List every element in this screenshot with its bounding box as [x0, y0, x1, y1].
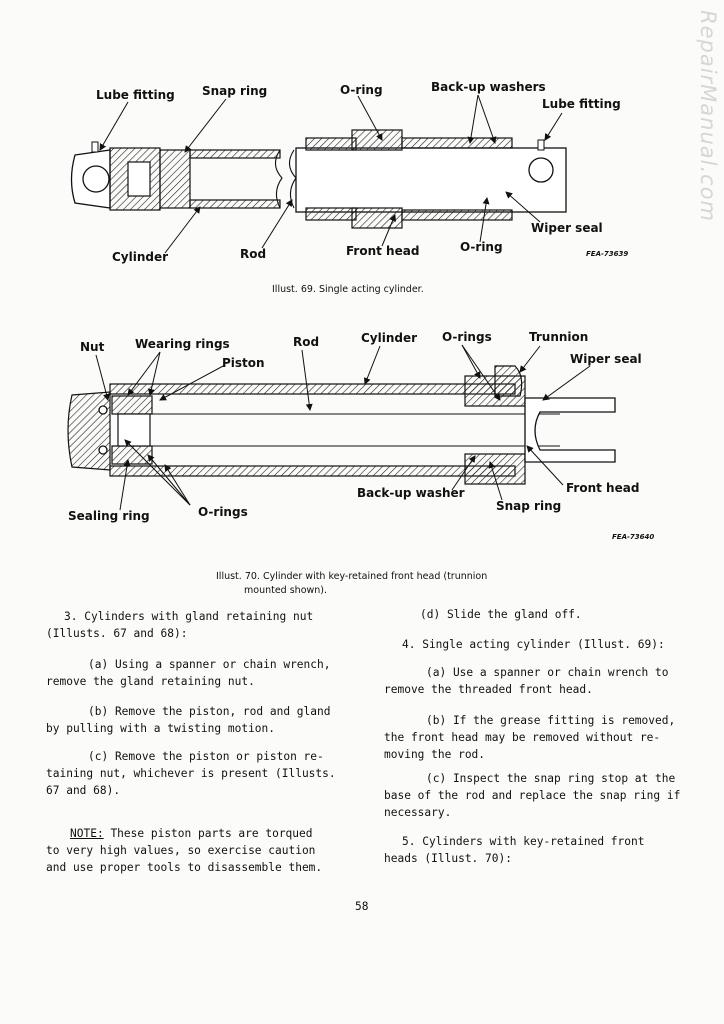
label-cylinder-70: Cylinder [361, 331, 418, 345]
caption-illust-69: Illust. 69. Single acting cylinder. [272, 284, 424, 295]
para-3d: (d) Slide the gland off. [384, 606, 684, 623]
label-cylinder: Cylinder [112, 250, 169, 264]
para-4b-line2: the front head may be removed without re… [384, 731, 661, 744]
illust69-tube [189, 149, 297, 209]
label-lube-fitting-left: Lube fitting [96, 88, 175, 102]
para-4a: (a) Use a spanner or chain wrench to rem… [384, 664, 684, 698]
watermark-text: RepairManual.com [696, 10, 720, 223]
note-block: NOTE: These piston parts are torqued to … [46, 825, 346, 876]
label-o-rings-bottom: O-rings [198, 505, 248, 519]
para-3b: (b) Remove the piston, rod and gland by … [46, 703, 346, 737]
illust69-end-cap [70, 141, 191, 211]
label-wiper-seal-70: Wiper seal [570, 352, 642, 366]
para-4c-line3: necessary. [384, 806, 452, 819]
illust69-rod [295, 129, 567, 229]
para-5-line1: 5. Cylinders with key-retained front [402, 835, 645, 848]
label-nut: Nut [80, 340, 105, 354]
label-rod-70: Rod [293, 335, 320, 349]
para-3-line1: 3. Cylinders with gland retaining nut [64, 610, 314, 623]
label-snap-ring: Snap ring [202, 84, 268, 98]
para-3d-line1: (d) Slide the gland off. [420, 608, 582, 621]
caption-illust-70-line2: mounted shown). [244, 585, 328, 596]
note-line1: These piston parts are torqued [110, 827, 313, 840]
label-backup-washer: Back-up washer [357, 486, 465, 500]
note-label: NOTE: [70, 827, 104, 840]
para-3a-line1: (a) Using a spanner or chain wrench, [88, 658, 331, 671]
para-3c-line3: 67 and 68). [46, 784, 121, 797]
page-number: 58 [355, 900, 369, 913]
label-front-head: Front head [346, 244, 420, 258]
left-column: 3. Cylinders with gland retaining nut (I… [46, 608, 346, 642]
label-rod: Rod [240, 247, 267, 261]
para-4-line1: 4. Single acting cylinder (Illust. 69): [402, 638, 665, 651]
label-o-rings-top: O-rings [442, 330, 492, 344]
para-4: 4. Single acting cylinder (Illust. 69): [384, 636, 684, 653]
para-4b-line3: moving the rod. [384, 748, 486, 761]
para-3b-line2: by pulling with a twisting motion. [46, 722, 276, 735]
label-lube-fitting-right: Lube fitting [542, 97, 621, 111]
label-o-ring-top: O-ring [340, 83, 383, 97]
label-sealing-ring: Sealing ring [68, 509, 150, 523]
para-3a-line2: remove the gland retaining nut. [46, 675, 255, 688]
para-3c-line1: (c) Remove the piston or piston re- [88, 750, 324, 763]
para-3a: (a) Using a spanner or chain wrench, rem… [46, 656, 346, 690]
figure-code-69: FEA-73639 [586, 250, 629, 258]
caption-illust-70-line1: Illust. 70. Cylinder with key-retained f… [216, 571, 488, 582]
figure-code-70: FEA-73640 [612, 533, 655, 541]
para-4a-line2: remove the threaded front head. [384, 683, 593, 696]
para-3c: (c) Remove the piston or piston re- tain… [46, 748, 346, 799]
para-4c: (c) Inspect the snap ring stop at the ba… [384, 770, 684, 821]
label-backup-washers: Back-up washers [431, 80, 546, 94]
para-4c-line1: (c) Inspect the snap ring stop at the [426, 772, 676, 785]
illust70-cylinder-body [67, 365, 616, 485]
para-4b: (b) If the grease fitting is removed, th… [384, 712, 684, 763]
para-4a-line1: (a) Use a spanner or chain wrench to [426, 666, 669, 679]
para-5: 5. Cylinders with key-retained front hea… [384, 833, 684, 867]
label-wiper-seal: Wiper seal [531, 221, 603, 235]
para-3-line2: (Illusts. 67 and 68): [46, 627, 188, 640]
label-piston: Piston [222, 356, 265, 370]
label-trunnion: Trunnion [529, 330, 589, 344]
para-3c-line2: taining nut, whichever is present (Illus… [46, 767, 336, 780]
label-snap-ring-70: Snap ring [496, 499, 562, 513]
note-line3: and use proper tools to disassemble them… [46, 861, 323, 874]
label-wearing-rings: Wearing rings [135, 337, 230, 351]
para-4c-line2: base of the rod and replace the snap rin… [384, 789, 681, 802]
note-line2: to very high values, so exercise caution [46, 844, 316, 857]
label-front-head-70: Front head [566, 481, 640, 495]
para-4b-line1: (b) If the grease fitting is removed, [426, 714, 676, 727]
label-o-ring-bottom: O-ring [460, 240, 503, 254]
para-5-line2: heads (Illust. 70): [384, 852, 512, 865]
para-3b-line1: (b) Remove the piston, rod and gland [88, 705, 331, 718]
